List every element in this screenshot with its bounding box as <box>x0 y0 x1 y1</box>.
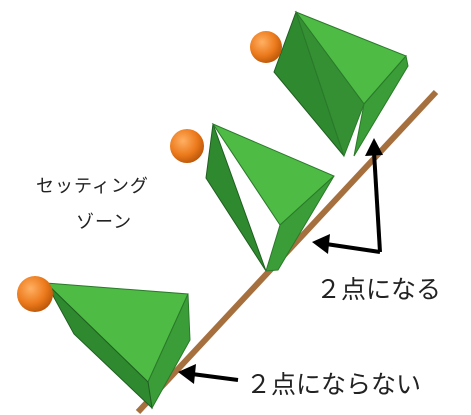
pyramid-middle-left-face <box>205 123 267 272</box>
two-points-arrowhead-left <box>312 234 330 254</box>
two-points-arrow <box>325 151 382 254</box>
pyramid-middle <box>205 122 335 272</box>
ball-top <box>250 31 282 63</box>
ball-bottom <box>17 276 53 312</box>
two-points-arrowhead-up <box>365 138 383 156</box>
pyramid-top-bottom-face <box>295 11 365 158</box>
pyramid-top <box>273 10 409 158</box>
setting-zone-label-line1: セッティング <box>36 176 149 197</box>
ball-middle <box>170 129 204 163</box>
setting-zone-label-line2: ゾーン <box>76 212 133 233</box>
pyramid-bottom <box>44 282 191 410</box>
not-two-points-arrowhead <box>178 364 196 384</box>
not-two-points-label: ２点にならない <box>246 370 422 399</box>
not-two-points-arrow <box>191 372 239 382</box>
pyramid-top-right-face <box>353 54 409 157</box>
pyramid-middle-right-face <box>265 175 335 272</box>
two-points-label: ２点になる <box>316 275 442 304</box>
pyramid-bottom-left-face <box>45 282 153 410</box>
